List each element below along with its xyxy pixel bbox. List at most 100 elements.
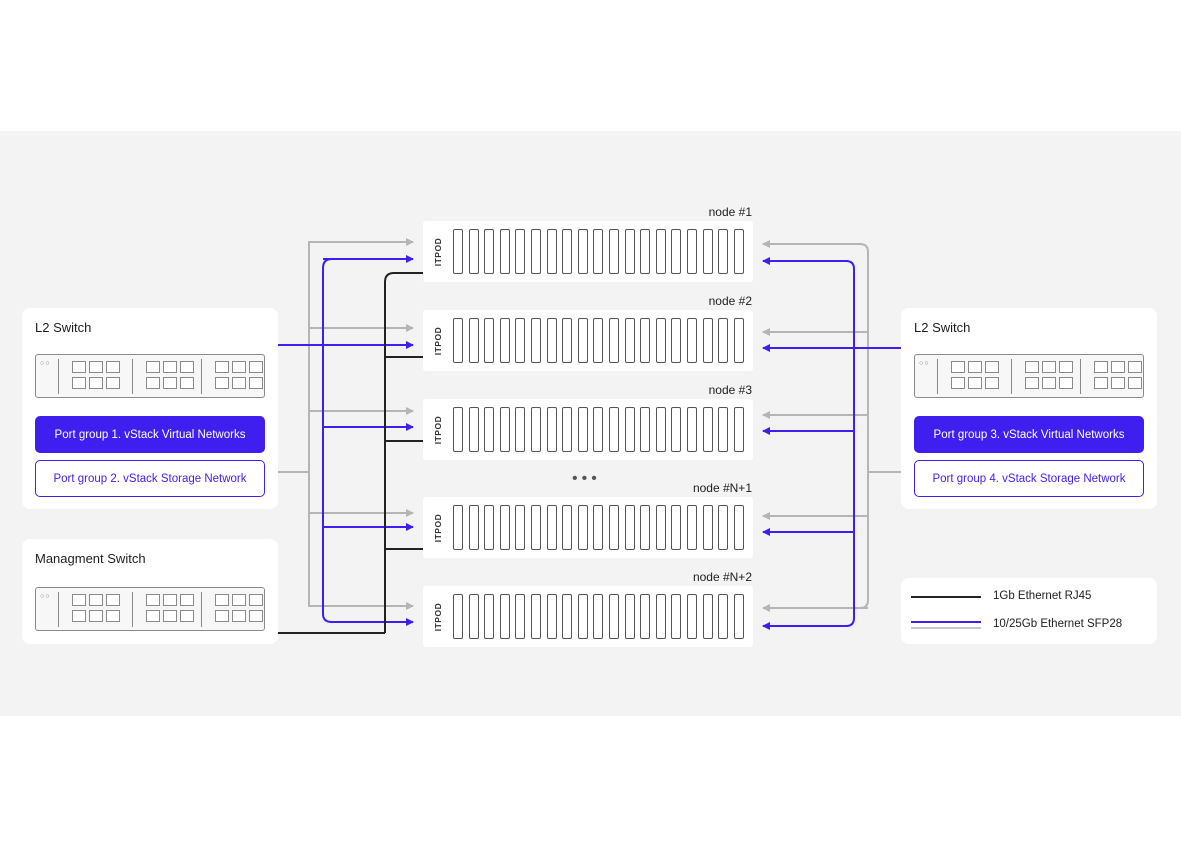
drive-slot [468,594,479,639]
right-l2-switch-card: L2 Switch ○○ Port group 3. vStack Virtua… [901,308,1157,509]
drive-slot [640,318,651,363]
drive-slot [593,229,604,274]
drive-slot [515,505,526,550]
drive-slot [687,318,697,363]
port-block [58,359,131,394]
switch-port [1042,361,1056,373]
drive-slot [702,229,713,274]
switch-port [215,377,229,389]
drive-slot [515,229,526,274]
switch-port [106,361,120,373]
node-label-1: node #1 [708,205,752,219]
switch-port [163,377,177,389]
drive-slot [468,407,479,452]
server-node-3: ITPOD [423,399,753,460]
switch-port [232,610,246,622]
switch-port [215,594,229,606]
management-switch-card: Managment Switch ○○ [22,539,278,644]
itpod-logo: ITPOD [433,326,443,356]
switch-port [232,377,246,389]
server-node-1: ITPOD [423,221,753,282]
switch-port [232,594,246,606]
drive-slot [718,594,729,639]
right-virtual-links [762,257,902,630]
switch-port [180,594,194,606]
drive-slot [640,594,651,639]
drive-slot [624,229,635,274]
switch-port [89,594,103,606]
switch-port [163,594,177,606]
management-links [278,272,423,634]
legend-lines [911,596,981,629]
port-block [937,359,1010,394]
drive-slot [624,407,635,452]
drive-slot [655,594,666,639]
drive-slot [718,318,729,363]
switch-port [951,377,965,389]
switch-port [1042,377,1056,389]
drive-slot [687,594,697,639]
drive-slot [562,407,573,452]
drive-slot [468,318,479,363]
drive-slot [655,229,666,274]
switch-port [72,377,86,389]
drive-slot [718,505,729,550]
drive-slot [531,505,541,550]
drive-slot [531,407,541,452]
drive-slot [624,505,635,550]
switch-port [146,610,160,622]
drive-slot [609,505,619,550]
drive-slot [609,407,619,452]
itpod-logo: ITPOD [433,602,443,632]
switch-port [180,610,194,622]
drive-slot [468,505,479,550]
drive-slot [531,318,541,363]
switch-port [249,377,263,389]
switch-port [89,361,103,373]
drive-slot [687,505,697,550]
switch-port [232,361,246,373]
drive-slot [671,318,682,363]
node-label-n-plus-1: node #N+1 [692,481,752,495]
drive-slot [562,594,573,639]
node-label-3: node #3 [708,383,752,397]
switch-port [215,610,229,622]
drive-slot [484,229,495,274]
drive-slot [531,229,541,274]
port-block [201,592,264,627]
drive-slot [499,594,510,639]
drive-slot [718,229,729,274]
port-block [1011,359,1084,394]
switch-port [249,594,263,606]
port-group-3: Port group 3. vStack Virtual Networks [914,416,1144,453]
drive-slot [609,318,619,363]
port-block [132,592,205,627]
drive-slot [671,505,682,550]
drive-slot [453,594,463,639]
drive-slot [593,407,604,452]
switch-port [1094,377,1108,389]
switch-port [985,361,999,373]
drive-slot [671,407,682,452]
switch-port [146,377,160,389]
drive-slot [484,505,495,550]
switch-port [1111,377,1125,389]
switch-port [1128,377,1142,389]
drive-slot [733,229,744,274]
switch-port [163,361,177,373]
drive-slot [733,318,744,363]
switch-port [1059,377,1073,389]
drive-slot [687,229,697,274]
drive-slot [484,318,495,363]
left-l2-switch-card: L2 Switch ○○ Port group 1. vStack Virtua… [22,308,278,509]
switch-port [180,361,194,373]
drive-slot [577,318,588,363]
legend-rj45-label: 1Gb Ethernet RJ45 [993,590,1092,602]
drive-slot [546,505,557,550]
more-nodes-ellipsis: ••• [572,470,601,487]
switch-port [1128,361,1142,373]
drive-slot [453,505,463,550]
right-storage-links [762,240,902,612]
drive-slot [609,229,619,274]
